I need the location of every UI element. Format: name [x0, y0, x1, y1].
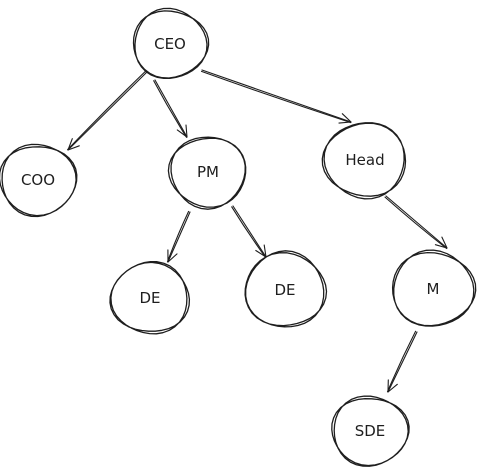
- edge-line: [154, 79, 188, 138]
- node-coo: COO: [0, 143, 78, 218]
- node-ceo: CEO: [132, 7, 210, 80]
- node-circle: [244, 250, 328, 328]
- arrowhead-icon: [67, 138, 80, 151]
- node-m: M: [391, 249, 477, 327]
- node-circle: [321, 122, 407, 200]
- edge-line: [387, 331, 418, 393]
- arrowhead-icon: [387, 379, 398, 393]
- node-label: SDE: [355, 422, 386, 440]
- node-label: DE: [274, 281, 295, 299]
- edge-line: [67, 71, 148, 151]
- node-circle: [391, 249, 477, 327]
- node-head: Head: [321, 122, 407, 200]
- edge-line: [385, 195, 448, 249]
- arrowhead-icon: [338, 113, 352, 124]
- node-de-2: DE: [244, 250, 328, 328]
- edge-line: [384, 196, 448, 250]
- edge-m-to-sde: [386, 330, 418, 393]
- edge-head-to-m: [384, 195, 448, 250]
- arrowhead-icon: [167, 249, 178, 263]
- node-de-1: DE: [109, 260, 191, 335]
- node-label: Head: [345, 151, 384, 169]
- edge-line: [67, 70, 147, 151]
- node-circle: [167, 136, 247, 210]
- node-pm: PM: [167, 136, 247, 210]
- edge-line: [232, 205, 267, 258]
- edge-ceo-to-pm: [153, 79, 188, 138]
- node-circle: [0, 143, 78, 218]
- arrowhead-icon: [434, 236, 448, 249]
- arrowhead-icon: [176, 124, 188, 138]
- edge-ceo-to-coo: [67, 70, 148, 151]
- node-circle: [331, 395, 410, 467]
- node-circle: [132, 7, 210, 80]
- node-label: PM: [197, 163, 219, 181]
- edge-line: [167, 211, 191, 263]
- edge-line: [166, 210, 190, 263]
- node-label: M: [427, 280, 440, 298]
- edge-line: [231, 206, 267, 258]
- edge-ceo-to-head: [200, 69, 352, 124]
- edge-line: [200, 70, 352, 124]
- node-circle: [109, 260, 191, 335]
- edge-line: [201, 69, 352, 123]
- edge-line: [386, 330, 417, 393]
- edge-pm-to-de-2: [231, 205, 267, 258]
- edges-layer: [67, 69, 448, 393]
- node-label: COO: [21, 171, 55, 189]
- edge-pm-to-de-1: [166, 210, 191, 263]
- edge-line: [153, 80, 188, 138]
- node-sde: SDE: [331, 395, 410, 467]
- node-label: CEO: [154, 35, 186, 53]
- node-label: DE: [139, 289, 160, 307]
